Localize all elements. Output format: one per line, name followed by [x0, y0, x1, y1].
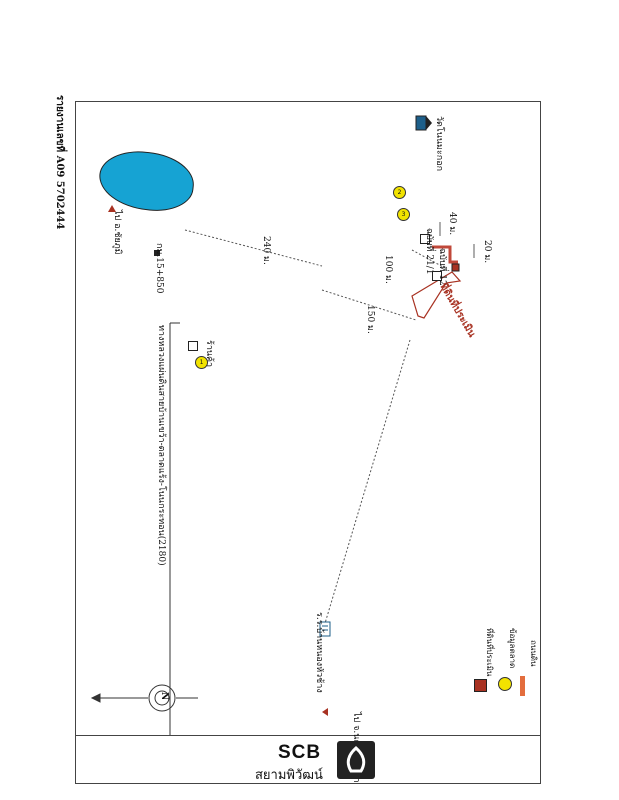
compass-north-label: N [159, 692, 169, 701]
distance-100: 100 ม. [383, 255, 393, 284]
arrow-nakhon [322, 708, 328, 716]
village-sign-label: ร.ร.บ้านหนองหัวช้าง [314, 612, 324, 693]
scb-brand: SCB [278, 742, 322, 763]
legend-reference-label: ข้อมูลตลาด [508, 628, 517, 669]
school-icon [319, 621, 331, 637]
subject-arrow [411, 271, 462, 319]
plot-b [432, 271, 442, 281]
marker-2: 2 [393, 186, 406, 199]
scb-brand-thai: สยามพิวัฒน์ [255, 767, 323, 782]
legend-subject-label: ที่ดินที่ประเมิน [485, 628, 494, 677]
distance-40: 40 ม. [447, 212, 457, 236]
km-marker-label: กม.15+850 [154, 243, 164, 294]
arrow-up-chaiyaphum [108, 205, 116, 212]
temple-icon [415, 115, 432, 131]
temple-label: วัดโนนมะกอก [434, 116, 444, 172]
access-road [432, 245, 458, 264]
marker-3: 3 [397, 208, 410, 221]
shop-plot [188, 341, 198, 351]
scb-logo-icon [337, 741, 375, 779]
footer-divider [75, 735, 541, 736]
distance-240: 240 ม. [261, 236, 271, 265]
dist-line-240 [184, 229, 323, 267]
legend-subject-swatch [474, 679, 487, 692]
legend-road-swatch [520, 676, 525, 696]
to-chaiyaphum-label: ไป อ.ชัยภูมิ [112, 210, 122, 255]
marker-1: 1 [195, 356, 208, 369]
plot-b-label: ฉบับที่ 12 [437, 248, 447, 286]
map-frame [75, 101, 541, 784]
distance-150: 150 ม. [365, 305, 375, 334]
distance-20: 20 ม. [482, 240, 492, 264]
plot-a [420, 234, 430, 244]
access-line [319, 339, 411, 641]
subject-plot [451, 263, 460, 272]
highway-label: ทางหลวงแผ่นดินสายบ้านเขว้า-ตลาดแร้ง-โนนก… [156, 325, 166, 566]
compass [90, 684, 198, 712]
km-post-icon [154, 250, 160, 256]
report-id: รายงานเลขที่ A09 5702444 [54, 95, 65, 230]
dist-line-100 [321, 289, 417, 321]
legend-road-label: ถนนดิน [529, 640, 538, 667]
plot-a-label: ฉบับที่ 21/1 [424, 228, 434, 275]
legend-reference-swatch [498, 677, 512, 691]
